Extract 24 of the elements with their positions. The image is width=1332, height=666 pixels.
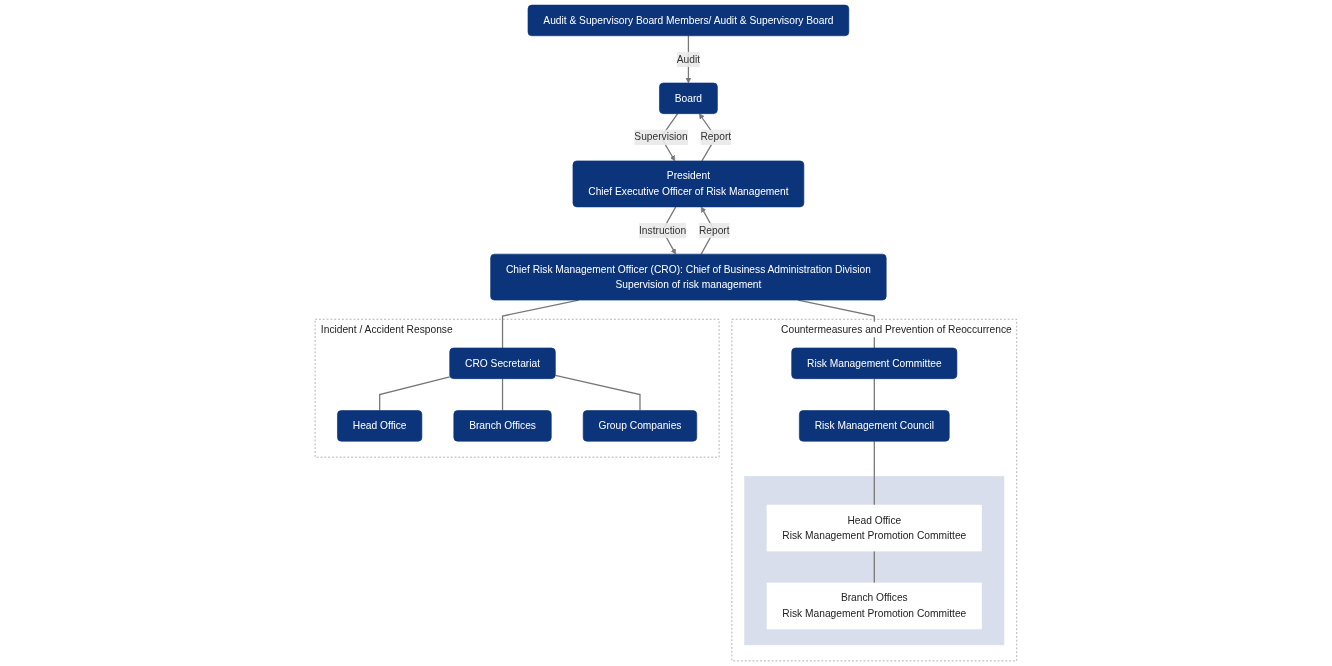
node-box: CRO Secretariat [449, 347, 556, 379]
node-box: President Chief Executive Officer of Risk Management [572, 160, 805, 208]
node-box: Chief Risk Management Officer (CRO): Chief of Business Administration Division Supervision of risk management [490, 253, 887, 301]
edge-label: Audit [676, 53, 701, 65]
node-box: Head Office [337, 410, 423, 442]
edge-label: Report [699, 224, 730, 236]
connector [554, 374, 641, 412]
node-box: Risk Management Council [799, 410, 950, 442]
connector [502, 378, 504, 412]
node-box: Group Companies [582, 410, 698, 442]
node-box: Branch Offices Risk Management Promotion Committee [766, 582, 982, 630]
edge-label: Instruction [639, 224, 687, 236]
node-box: Board [659, 82, 718, 114]
node-box: Branch Offices [453, 410, 552, 442]
edge-label: Supervision [634, 131, 688, 143]
connector [873, 378, 875, 412]
node-box: Risk Management Committee [791, 347, 958, 379]
node-box: Head Office Risk Management Promotion Committee [766, 504, 982, 552]
cluster [744, 476, 1005, 646]
node-box: Audit & Supervisory Board Members/ Audit & Supervisory Board [527, 4, 850, 37]
connector [379, 376, 451, 412]
edge-label: Report [700, 131, 732, 143]
connector [873, 440, 875, 506]
connector [873, 550, 875, 584]
